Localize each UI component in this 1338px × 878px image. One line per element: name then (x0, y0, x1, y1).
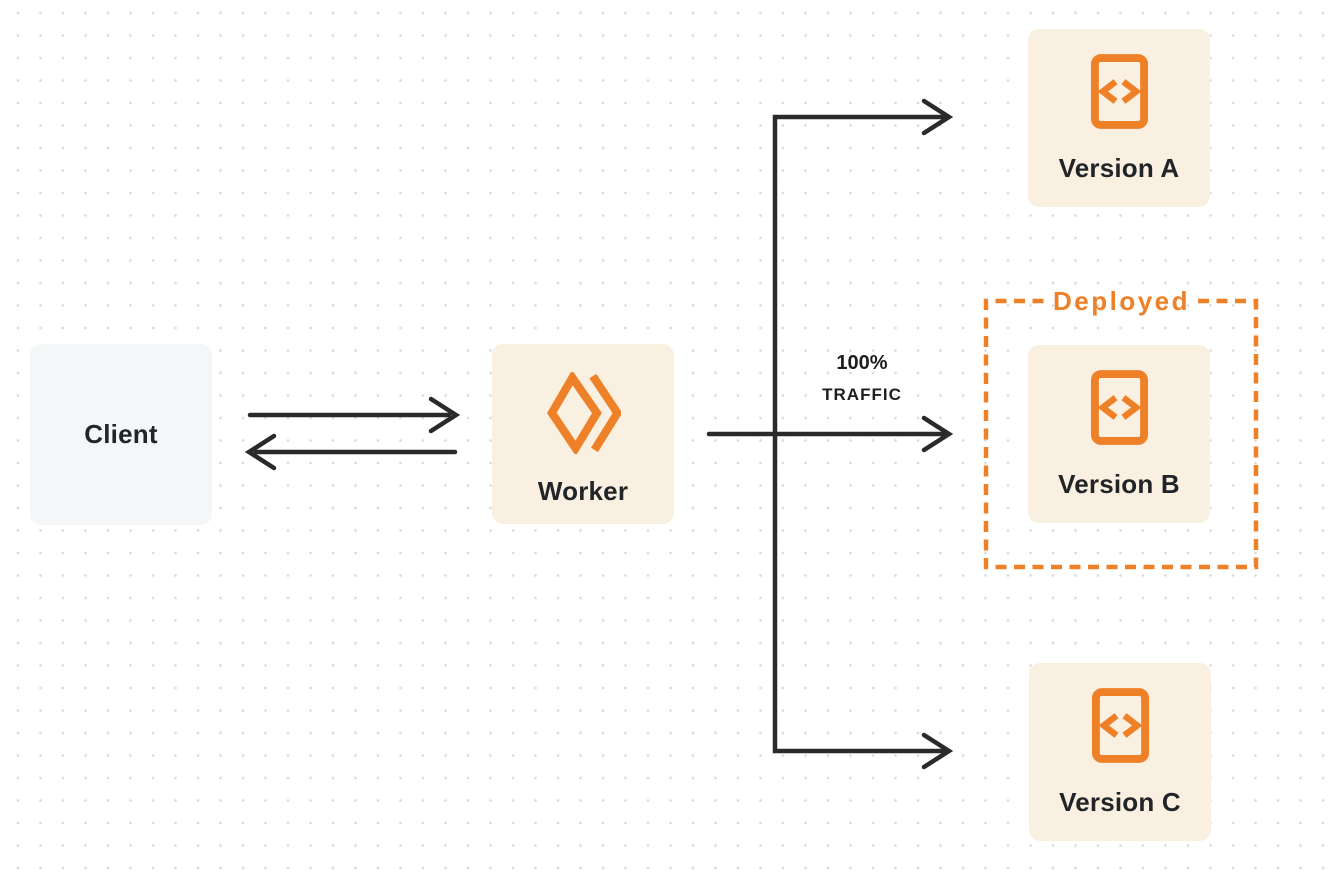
version-a-label: Version A (1058, 153, 1180, 183)
code-document-icon (1090, 54, 1148, 129)
worker-traffic-arrow (706, 415, 954, 453)
deployed-group-label: Deployed (1052, 286, 1191, 316)
client-to-worker-arrow (247, 396, 461, 434)
version-c-label: Version C (1059, 787, 1181, 817)
version-b-label: Version B (1058, 469, 1180, 499)
branch-arrow-bottom (772, 431, 954, 770)
version-b-node: Version B (1028, 345, 1210, 523)
client-node: Client (30, 344, 212, 525)
branch-arrow-top (772, 98, 954, 437)
version-a-node: Version A (1028, 29, 1210, 207)
worker-node: Worker (492, 344, 674, 524)
code-document-icon (1091, 688, 1149, 763)
traffic-percent-text: 100% (836, 352, 888, 374)
version-c-node: Version C (1029, 663, 1211, 841)
client-node-label: Client (84, 419, 158, 449)
deployed-dashed-border (983, 298, 1259, 570)
traffic-word-text: TRAFFIC (822, 385, 902, 404)
worker-node-label: Worker (537, 476, 629, 506)
traffic-annotation: 100% TRAFFIC (792, 352, 932, 405)
code-document-icon (1090, 370, 1148, 445)
workers-logo-icon (547, 372, 621, 454)
worker-to-client-arrow (244, 433, 458, 471)
